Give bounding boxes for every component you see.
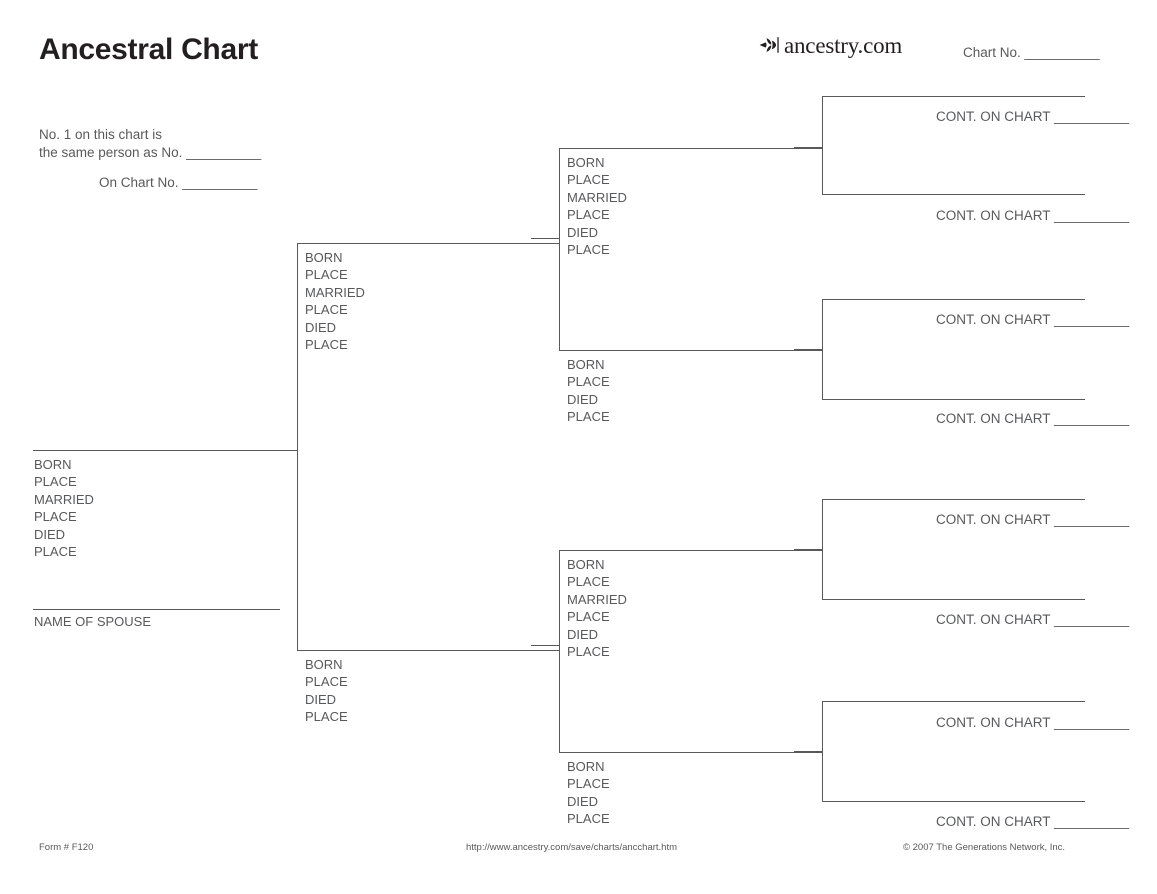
field-place: PLACE <box>305 337 348 353</box>
connector-gen2-gen3-upper-vertical <box>559 148 560 351</box>
field-place: PLACE <box>305 674 348 690</box>
connector-person5-stub <box>794 349 822 350</box>
connector-gen4-bracket-1-vertical <box>822 96 823 195</box>
field-born: BORN <box>567 357 605 372</box>
field-died: DIED <box>567 224 599 240</box>
field-place: PLACE <box>567 574 610 590</box>
person-15-cont-on-chart[interactable]: CONT. ON CHART __________ <box>936 814 1130 829</box>
ancestry-logo: ancestry.com <box>757 31 902 59</box>
field-married: MARRIED <box>34 491 94 507</box>
person-9-name-line[interactable] <box>822 194 1085 195</box>
field-place: PLACE <box>567 776 610 792</box>
person-12-cont-on-chart[interactable]: CONT. ON CHART __________ <box>936 512 1130 527</box>
person-6-fields: BORN PLACE MARRIED PLACE DIED PLACE <box>567 556 627 660</box>
field-place: PLACE <box>305 302 348 318</box>
person-1-spouse-line[interactable] <box>33 609 280 610</box>
field-place: PLACE <box>34 474 77 490</box>
person-15-name-line[interactable] <box>822 801 1085 802</box>
person-12-name-line[interactable] <box>822 499 1085 500</box>
field-place: PLACE <box>305 267 348 283</box>
person-1-fields: BORN PLACE MARRIED PLACE DIED PLACE <box>34 456 94 560</box>
connector-person2-stub <box>531 238 559 239</box>
connector-person3-stub <box>531 645 559 646</box>
field-place: PLACE <box>567 242 610 258</box>
footer-form-number: Form # F120 <box>39 842 94 853</box>
chart-no-field[interactable]: Chart No. __________ <box>963 45 1100 60</box>
field-died: DIED <box>567 391 599 407</box>
connector-person7-stub <box>794 751 822 752</box>
person-2-name-line[interactable] <box>297 243 559 244</box>
field-place: PLACE <box>567 172 610 188</box>
field-married: MARRIED <box>567 189 627 205</box>
chart-note-line-2[interactable]: the same person as No. __________ <box>39 145 262 160</box>
field-born: BORN <box>567 557 605 572</box>
field-born: BORN <box>567 759 605 774</box>
field-place: PLACE <box>305 709 348 725</box>
connector-gen4-bracket-4-vertical <box>822 701 823 802</box>
person-4-fields: BORN PLACE MARRIED PLACE DIED PLACE <box>567 154 627 258</box>
ancestry-logo-text: ancestry.com <box>784 32 903 58</box>
connector-gen2-gen3-lower-vertical <box>559 550 560 753</box>
person-14-cont-on-chart[interactable]: CONT. ON CHART __________ <box>936 715 1130 730</box>
field-place: PLACE <box>567 644 610 660</box>
field-died: DIED <box>305 319 337 335</box>
person-3-name-line[interactable] <box>297 650 559 651</box>
field-married: MARRIED <box>305 284 365 300</box>
field-died: DIED <box>305 691 337 707</box>
person-13-cont-on-chart[interactable]: CONT. ON CHART __________ <box>936 612 1130 627</box>
field-born: BORN <box>567 155 605 170</box>
connector-gen4-bracket-3-vertical <box>822 499 823 600</box>
field-born: BORN <box>34 457 72 472</box>
connector-person4-stub <box>794 147 822 148</box>
person-11-name-line[interactable] <box>822 399 1085 400</box>
field-place: PLACE <box>567 374 610 390</box>
person-1-name-line[interactable] <box>33 450 298 451</box>
person-5-name-line[interactable] <box>559 350 822 351</box>
person-8-cont-on-chart[interactable]: CONT. ON CHART __________ <box>936 109 1130 124</box>
field-died: DIED <box>34 526 66 542</box>
field-place: PLACE <box>567 409 610 425</box>
page-title: Ancestral Chart <box>39 33 258 66</box>
person-11-cont-on-chart[interactable]: CONT. ON CHART __________ <box>936 411 1130 426</box>
connector-gen4-bracket-2-vertical <box>822 299 823 400</box>
person-9-cont-on-chart[interactable]: CONT. ON CHART __________ <box>936 208 1130 223</box>
person-7-name-line[interactable] <box>559 752 822 753</box>
field-place: PLACE <box>567 811 610 827</box>
person-4-name-line[interactable] <box>559 148 822 149</box>
person-1-spouse-label: NAME OF SPOUSE <box>34 614 152 629</box>
person-13-name-line[interactable] <box>822 599 1085 600</box>
chart-note-line-1: No. 1 on this chart is <box>39 127 163 142</box>
field-died: DIED <box>567 626 599 642</box>
footer-url[interactable]: http://www.ancestry.com/save/charts/ancc… <box>466 842 678 853</box>
person-10-cont-on-chart[interactable]: CONT. ON CHART __________ <box>936 312 1130 327</box>
field-born: BORN <box>305 250 343 265</box>
footer-copyright: © 2007 The Generations Network, Inc. <box>903 842 1066 853</box>
person-7-fields: BORN PLACE DIED PLACE <box>567 758 610 828</box>
field-place: PLACE <box>567 609 610 625</box>
person-14-name-line[interactable] <box>822 701 1085 702</box>
connector-person6-stub <box>794 549 822 550</box>
person-6-name-line[interactable] <box>559 550 822 551</box>
field-place: PLACE <box>567 207 610 223</box>
connector-gen1-gen2-vertical <box>297 243 298 651</box>
person-2-fields: BORN PLACE MARRIED PLACE DIED PLACE <box>305 249 365 353</box>
chart-note-on-chart-no[interactable]: On Chart No. __________ <box>99 175 258 190</box>
field-married: MARRIED <box>567 591 627 607</box>
field-born: BORN <box>305 657 343 672</box>
person-10-name-line[interactable] <box>822 299 1085 300</box>
ancestry-leaf-icon <box>759 37 779 53</box>
person-5-fields: BORN PLACE DIED PLACE <box>567 356 610 426</box>
field-place: PLACE <box>34 509 77 525</box>
field-place: PLACE <box>34 544 77 560</box>
field-died: DIED <box>567 793 599 809</box>
person-3-fields: BORN PLACE DIED PLACE <box>305 656 348 726</box>
person-8-name-line[interactable] <box>822 96 1085 97</box>
